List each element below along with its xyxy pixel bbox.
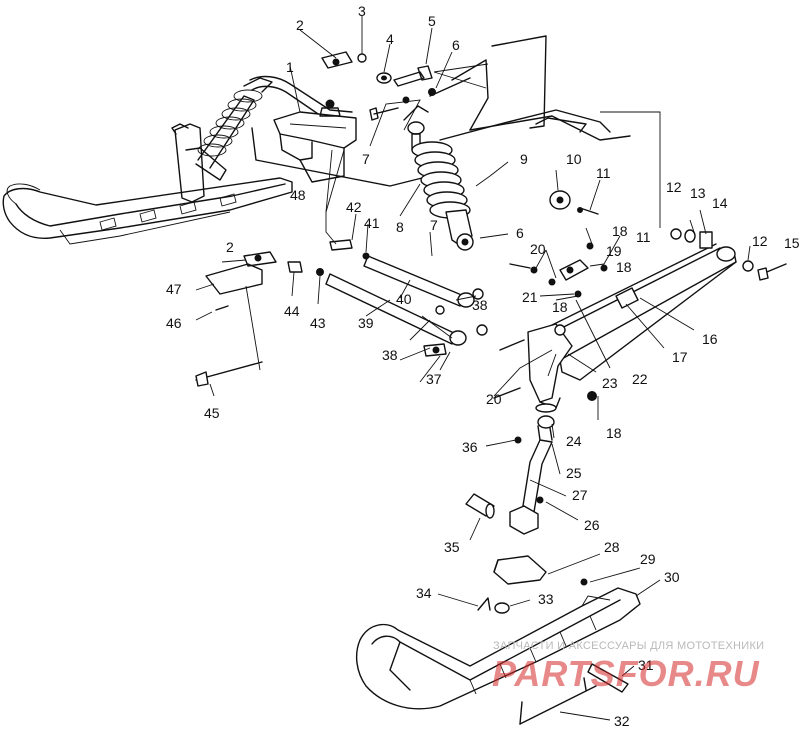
callout-18-c: 18 (552, 299, 568, 315)
rear-ski-assembly (2, 177, 293, 245)
callout-28: 28 (604, 539, 620, 555)
callout-14: 14 (712, 195, 728, 211)
callout-33: 33 (538, 591, 554, 607)
callout-26: 26 (584, 517, 600, 533)
control-arm (533, 243, 737, 381)
callout-42: 42 (346, 199, 362, 215)
callout-4: 4 (386, 31, 394, 47)
callout-12-left: 12 (666, 179, 682, 195)
ski-saddle (493, 555, 547, 585)
upper-hardware (321, 51, 436, 121)
left-bracket-hardware (195, 251, 277, 387)
right-hardware (549, 190, 787, 281)
callout-18-d: 18 (606, 425, 622, 441)
callout-44: 44 (284, 303, 300, 319)
callout-40: 40 (396, 291, 412, 307)
callout-36: 36 (462, 439, 478, 455)
callout-39: 39 (358, 315, 374, 331)
callout-41: 41 (364, 215, 380, 231)
callout-19: 19 (606, 243, 622, 259)
callout-16: 16 (702, 331, 718, 347)
callout-48: 48 (290, 187, 306, 203)
callout-17: 17 (672, 349, 688, 365)
rear-spindle-and-shock (171, 77, 273, 203)
callout-13: 13 (690, 185, 706, 201)
callout-5: 5 (428, 13, 436, 29)
watermark-tagline: ЗАПЧАСТИ И АКСЕССУАРЫ ДЛЯ МОТОТЕХНИКИ (493, 640, 765, 652)
callout-45: 45 (204, 405, 220, 421)
radius-rods (287, 239, 488, 357)
callout-22: 22 (632, 371, 648, 387)
leader-lines (195, 16, 751, 721)
callout-6-top: 6 (452, 37, 460, 53)
callout-10: 10 (566, 151, 582, 167)
callout-12-right: 12 (752, 233, 768, 249)
front-shock-absorber (402, 96, 474, 251)
callout-27: 27 (572, 487, 588, 503)
spindle-assembly (493, 323, 573, 535)
mounting-bracket (273, 99, 357, 183)
callout-1: 1 (286, 59, 294, 75)
callout-37: 37 (426, 371, 442, 387)
callout-2-left: 2 (226, 239, 234, 255)
callout-18-b: 18 (616, 259, 632, 275)
callout-46: 46 (166, 315, 182, 331)
front-ski (355, 578, 641, 725)
callout-29: 29 (640, 551, 656, 567)
callout-43: 43 (310, 315, 326, 331)
callout-3: 3 (358, 3, 366, 19)
callout-20-left: 20 (486, 391, 502, 407)
callout-23: 23 (602, 375, 618, 391)
callout-47: 47 (166, 281, 182, 297)
steering-link (509, 242, 608, 401)
upper-frame-tube (249, 75, 353, 119)
callout-7-top: 7 (362, 151, 370, 167)
callout-35: 35 (444, 539, 460, 555)
callout-21: 21 (522, 289, 538, 305)
callout-38-right: 38 (472, 297, 488, 313)
callout-8: 8 (396, 219, 404, 235)
callout-34: 34 (416, 585, 432, 601)
callout-31: 31 (638, 657, 654, 673)
watermark-logo: PARTSFOR.RU (492, 653, 760, 694)
callout-24: 24 (566, 433, 582, 449)
callout-9: 9 (520, 151, 528, 167)
callout-6-mid: 6 (516, 225, 524, 241)
callout-25: 25 (566, 465, 582, 481)
callout-20-top: 20 (530, 241, 546, 257)
callout-18-a: 18 (612, 223, 628, 239)
callout-11-right: 11 (636, 229, 651, 245)
callout-15: 15 (784, 235, 800, 251)
callout-30: 30 (664, 569, 680, 585)
ski-hardware (477, 597, 510, 614)
callout-32: 32 (614, 713, 630, 729)
callout-38-left: 38 (382, 347, 398, 363)
callout-11-top: 11 (596, 165, 611, 181)
callout-7-mid: 7 (430, 217, 438, 233)
callout-2-top: 2 (296, 17, 304, 33)
ski-bushing (465, 493, 495, 519)
